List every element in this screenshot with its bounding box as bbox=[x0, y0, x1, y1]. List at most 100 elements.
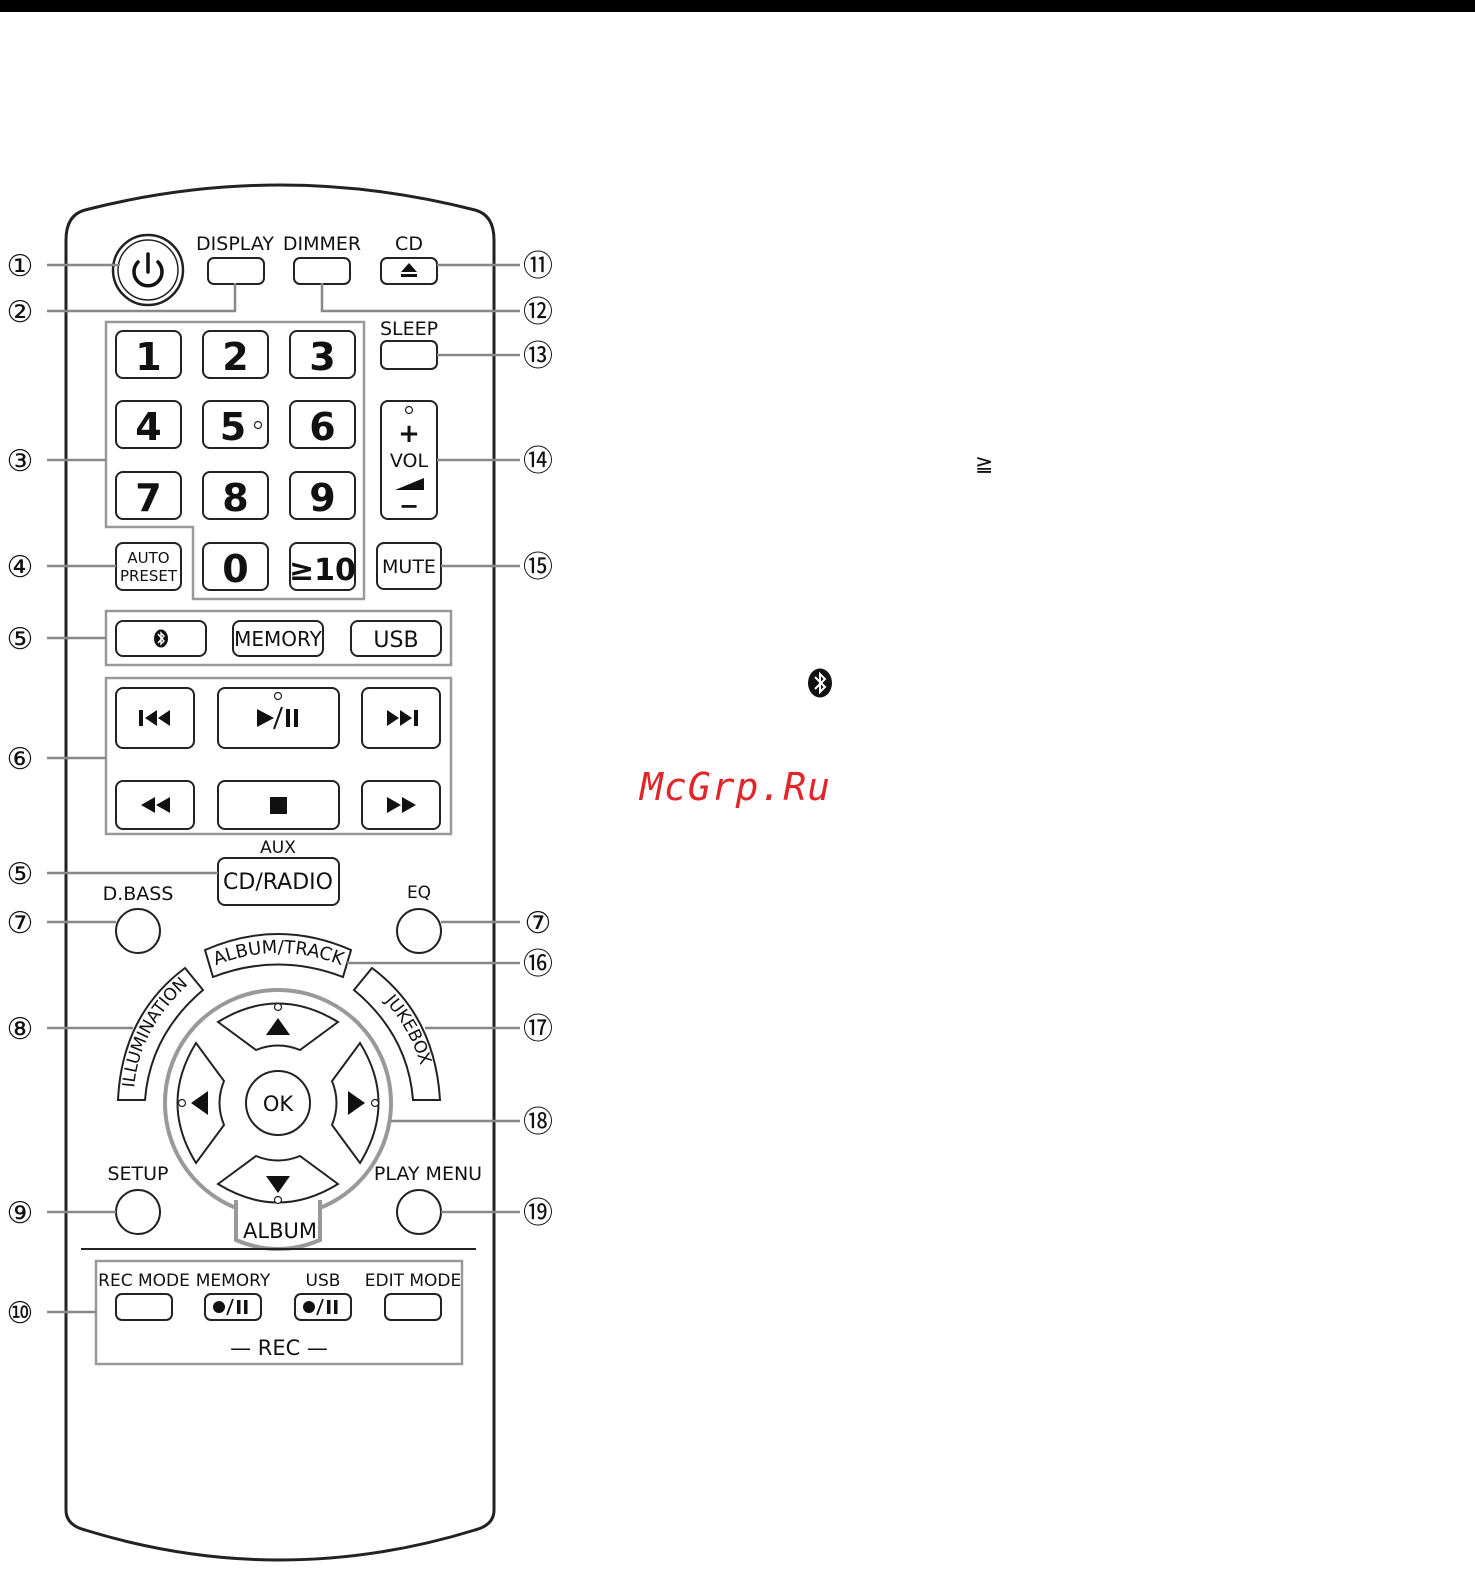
volume-minus-label: − bbox=[399, 492, 419, 520]
key-8-label: 8 bbox=[222, 476, 248, 520]
edit-mode-button[interactable] bbox=[385, 1294, 441, 1320]
key-0[interactable]: 0 bbox=[203, 543, 268, 591]
setup-label: SETUP bbox=[107, 1163, 168, 1185]
volume-rocker[interactable]: + VOL − bbox=[381, 401, 437, 520]
cd-eject-button[interactable] bbox=[381, 258, 437, 284]
bluetooth-icon bbox=[807, 668, 833, 698]
usb-button[interactable]: USB bbox=[351, 621, 441, 656]
key-5[interactable]: 5 bbox=[203, 401, 268, 449]
callout-7b: ⑦ bbox=[525, 906, 552, 941]
display-button[interactable] bbox=[208, 258, 264, 284]
key-7[interactable]: 7 bbox=[116, 472, 181, 520]
play-menu-button[interactable] bbox=[397, 1190, 441, 1234]
play-pause-button[interactable] bbox=[218, 688, 339, 748]
key-2[interactable]: 2 bbox=[203, 331, 268, 379]
mute-label: MUTE bbox=[382, 556, 436, 578]
key-1[interactable]: 1 bbox=[116, 331, 181, 379]
callout-14: ⑭ bbox=[523, 444, 553, 479]
callout-3: ③ bbox=[7, 444, 34, 479]
eq-button[interactable] bbox=[397, 909, 441, 953]
tactile-dot-icon bbox=[275, 693, 282, 700]
key-9-label: 9 bbox=[309, 476, 335, 520]
callout-12: ⑫ bbox=[523, 295, 553, 330]
mute-button[interactable]: MUTE bbox=[377, 543, 441, 589]
display-label: DISPLAY bbox=[196, 233, 274, 255]
setup-button[interactable] bbox=[116, 1190, 160, 1234]
ok-button[interactable]: OK bbox=[246, 1071, 310, 1135]
cd-radio-label: CD/RADIO bbox=[223, 870, 333, 895]
key-2-label: 2 bbox=[222, 335, 248, 379]
callout-11: ⑪ bbox=[523, 249, 553, 284]
key-7-label: 7 bbox=[135, 476, 161, 520]
callout-4: ④ bbox=[7, 550, 34, 585]
key-3-label: 3 bbox=[309, 335, 335, 379]
key-3[interactable]: 3 bbox=[290, 331, 355, 379]
callouts-left: ① ② ③ ④ ⑤ ⑥ ⑤ ⑦ ⑧ ⑨ ⑩ bbox=[7, 249, 34, 1331]
cd-radio-button[interactable]: CD/RADIO bbox=[218, 858, 339, 905]
callout-1: ① bbox=[7, 249, 34, 284]
callout-5: ⑤ bbox=[7, 622, 34, 657]
sleep-label: SLEEP bbox=[380, 318, 438, 340]
callout-16: ⑯ bbox=[523, 947, 553, 982]
bluetooth-icon bbox=[154, 630, 168, 648]
usb-label: USB bbox=[373, 628, 418, 653]
dimmer-label: DIMMER bbox=[283, 233, 361, 255]
callout-15: ⑮ bbox=[523, 550, 553, 585]
callouts-right: ⑪ ⑫ ⑬ ⑭ ⑮ ⑦ ⑯ ⑰ ⑱ ⑲ bbox=[523, 249, 553, 1231]
callout-9: ⑨ bbox=[7, 1196, 34, 1231]
skip-previous-button[interactable] bbox=[116, 688, 194, 748]
key-4-label: 4 bbox=[135, 405, 161, 449]
key-1-label: 1 bbox=[135, 335, 161, 379]
key-6-label: 6 bbox=[309, 405, 335, 449]
rewind-button[interactable] bbox=[116, 781, 194, 829]
key-10-plus-label: ≥10 bbox=[289, 553, 356, 588]
callout-8: ⑧ bbox=[7, 1012, 34, 1047]
power-button[interactable] bbox=[113, 235, 183, 305]
fast-forward-button[interactable] bbox=[362, 781, 440, 829]
dimmer-button[interactable] bbox=[294, 258, 350, 284]
stop-button[interactable] bbox=[218, 781, 339, 829]
skip-next-button[interactable] bbox=[362, 688, 440, 748]
album-label: ALBUM bbox=[243, 1219, 317, 1243]
tactile-dot-icon bbox=[255, 422, 262, 429]
callout-2: ② bbox=[7, 295, 34, 330]
key-5-label: 5 bbox=[220, 405, 246, 449]
rec-mode-label: REC MODE bbox=[98, 1271, 190, 1291]
memory-label: MEMORY bbox=[234, 627, 323, 651]
watermark: McGrp.Ru bbox=[640, 765, 831, 809]
callout-6: ⑥ bbox=[7, 742, 34, 777]
tactile-dot-icon bbox=[406, 407, 413, 414]
eq-label: EQ bbox=[407, 883, 431, 903]
d-bass-label: D.BASS bbox=[103, 883, 174, 905]
d-bass-button[interactable] bbox=[116, 909, 160, 953]
volume-plus-label: + bbox=[398, 419, 420, 449]
key-4[interactable]: 4 bbox=[116, 401, 181, 449]
rec-mode-button[interactable] bbox=[116, 1294, 172, 1320]
rec-title: — REC — bbox=[230, 1336, 328, 1360]
rec-usb-label: USB bbox=[306, 1271, 341, 1291]
auto-preset-button[interactable]: AUTO PRESET bbox=[116, 543, 181, 590]
key-8[interactable]: 8 bbox=[203, 472, 268, 520]
ok-label: OK bbox=[263, 1092, 295, 1116]
memory-button[interactable]: MEMORY bbox=[233, 621, 323, 656]
callout-13: ⑬ bbox=[523, 339, 553, 374]
callout-17: ⑰ bbox=[523, 1012, 553, 1047]
rec-memory-button[interactable] bbox=[205, 1294, 261, 1320]
bluetooth-button[interactable] bbox=[116, 621, 206, 656]
key-6[interactable]: 6 bbox=[290, 401, 355, 449]
key-10-plus[interactable]: ≥10 bbox=[289, 543, 356, 590]
sleep-button[interactable] bbox=[381, 341, 437, 369]
aux-label: AUX bbox=[260, 838, 296, 858]
volume-label: VOL bbox=[390, 450, 429, 472]
stray-symbol: ≧ bbox=[975, 452, 993, 477]
rec-usb-button[interactable] bbox=[295, 1294, 351, 1320]
callout-10: ⑩ bbox=[7, 1296, 34, 1331]
stop-icon bbox=[270, 797, 287, 814]
key-9[interactable]: 9 bbox=[290, 472, 355, 520]
callout-19: ⑲ bbox=[523, 1196, 553, 1231]
preset-label: PRESET bbox=[120, 567, 178, 585]
play-menu-label: PLAY MENU bbox=[374, 1163, 482, 1185]
rec-memory-label: MEMORY bbox=[196, 1271, 271, 1291]
auto-label: AUTO bbox=[127, 549, 169, 567]
callout-18: ⑱ bbox=[523, 1105, 553, 1140]
